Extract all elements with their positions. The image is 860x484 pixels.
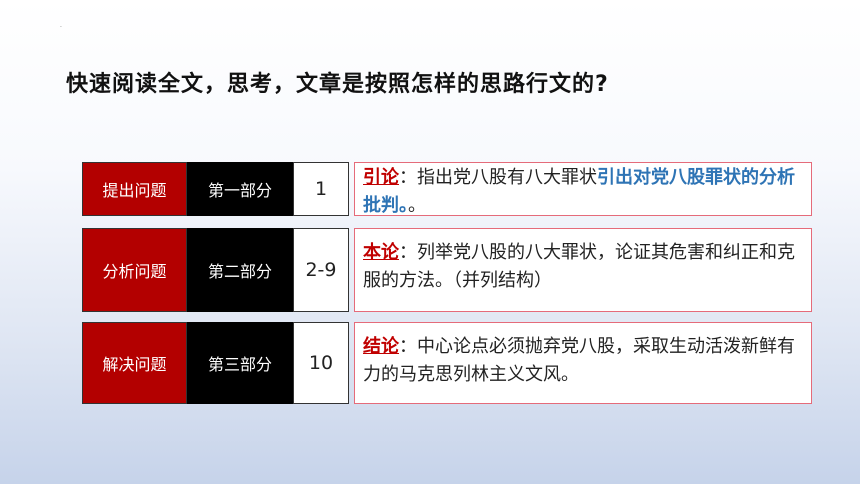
separator: ： bbox=[399, 167, 417, 188]
trailing-text: 。 bbox=[408, 195, 426, 216]
description-text: 中心论点必须抛弃党八股，采取生动活泼新鲜有力的马克思列林主义文风。 bbox=[363, 336, 795, 385]
separator: ： bbox=[399, 336, 417, 357]
description-box-2: 本论：列举党八股的八大罪状，论证其危害和纠正和克服的方法。（并列结构） bbox=[354, 228, 812, 312]
role-label: 分析问题 bbox=[82, 228, 187, 312]
section-keyword: 结论 bbox=[363, 336, 399, 357]
section-keyword: 本论 bbox=[363, 242, 399, 263]
role-label: 解决问题 bbox=[82, 322, 187, 404]
part-label: 第三部分 bbox=[187, 322, 293, 404]
structure-row-3: 解决问题 第三部分 10 bbox=[82, 322, 349, 404]
part-label: 第二部分 bbox=[187, 228, 293, 312]
section-keyword: 引论 bbox=[363, 167, 399, 188]
description-box-3: 结论：中心论点必须抛弃党八股，采取生动活泼新鲜有力的马克思列林主义文风。 bbox=[354, 322, 812, 404]
highlight-text: 引出对党八股罪状的分析批判。 bbox=[363, 167, 795, 216]
structure-row-2: 分析问题 第二部分 2-9 bbox=[82, 228, 349, 312]
part-label: 第一部分 bbox=[187, 162, 293, 216]
separator: ： bbox=[399, 242, 417, 263]
description-text: 指出党八股有八大罪状 bbox=[417, 167, 597, 188]
paragraph-range: 2-9 bbox=[293, 228, 349, 312]
decorative-dot: . bbox=[60, 22, 62, 29]
page-title: 快速阅读全文，思考，文章是按照怎样的思路行文的? bbox=[66, 72, 609, 97]
paragraph-range: 10 bbox=[293, 322, 349, 404]
paragraph-range: 1 bbox=[293, 162, 349, 216]
structure-row-1: 提出问题 第一部分 1 bbox=[82, 162, 349, 216]
description-text: 列举党八股的八大罪状，论证其危害和纠正和克服的方法。（并列结构） bbox=[363, 242, 795, 291]
description-box-1: 引论：指出党八股有八大罪状引出对党八股罪状的分析批判。。 bbox=[354, 162, 812, 216]
role-label: 提出问题 bbox=[82, 162, 187, 216]
